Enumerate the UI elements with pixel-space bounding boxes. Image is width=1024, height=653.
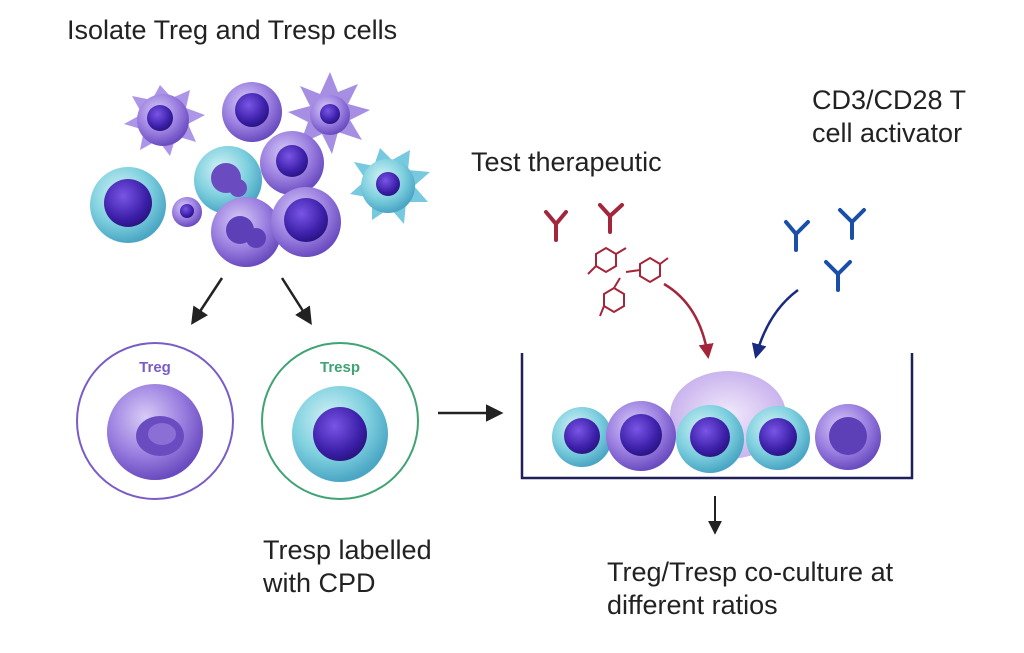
- cell-icon: [350, 148, 430, 224]
- cell-icon: [107, 384, 203, 480]
- co-culture-label: Treg/Tresp co-culture at different ratio…: [607, 557, 894, 620]
- arrow-icon: [280, 277, 312, 325]
- antibody-icon: [544, 203, 624, 242]
- treg-panel: [76, 342, 234, 500]
- cell-icon: [292, 386, 388, 482]
- cell-icon: [194, 146, 262, 214]
- cell-icon: [271, 187, 341, 257]
- tresp-panel: [261, 342, 419, 500]
- arrow-icon: [751, 288, 799, 359]
- cell-cluster: [90, 72, 430, 267]
- treg-label: Treg: [139, 359, 171, 376]
- therapeutic-label: Test therapeutic: [471, 147, 662, 177]
- molecule-icon: [587, 246, 669, 317]
- cell-icon: [288, 72, 370, 154]
- tresp-label: Tresp: [320, 359, 360, 376]
- petri-dish-icon: [520, 353, 914, 480]
- tresp-labelled-label: Tresp labelled with CPD: [263, 535, 432, 598]
- cell-icon: [124, 85, 205, 156]
- cell-icon: [676, 405, 744, 473]
- cell-icon: [211, 197, 281, 267]
- cell-icon: [606, 401, 676, 471]
- cell-icon: [90, 167, 166, 243]
- cell-icon: [260, 131, 324, 195]
- isolate-title: Isolate Treg and Tresp cells: [67, 15, 398, 45]
- cell-icon: [552, 407, 612, 467]
- cell-icon: [815, 404, 881, 470]
- cell-icon: [222, 82, 282, 142]
- arrow-icon: [663, 282, 714, 359]
- cell-icon: [172, 197, 202, 227]
- antibody-icon: [784, 208, 866, 292]
- arrow-icon: [191, 277, 224, 325]
- cell-icon: [746, 406, 810, 470]
- activator-label: CD3/CD28 T cell activator: [812, 85, 967, 148]
